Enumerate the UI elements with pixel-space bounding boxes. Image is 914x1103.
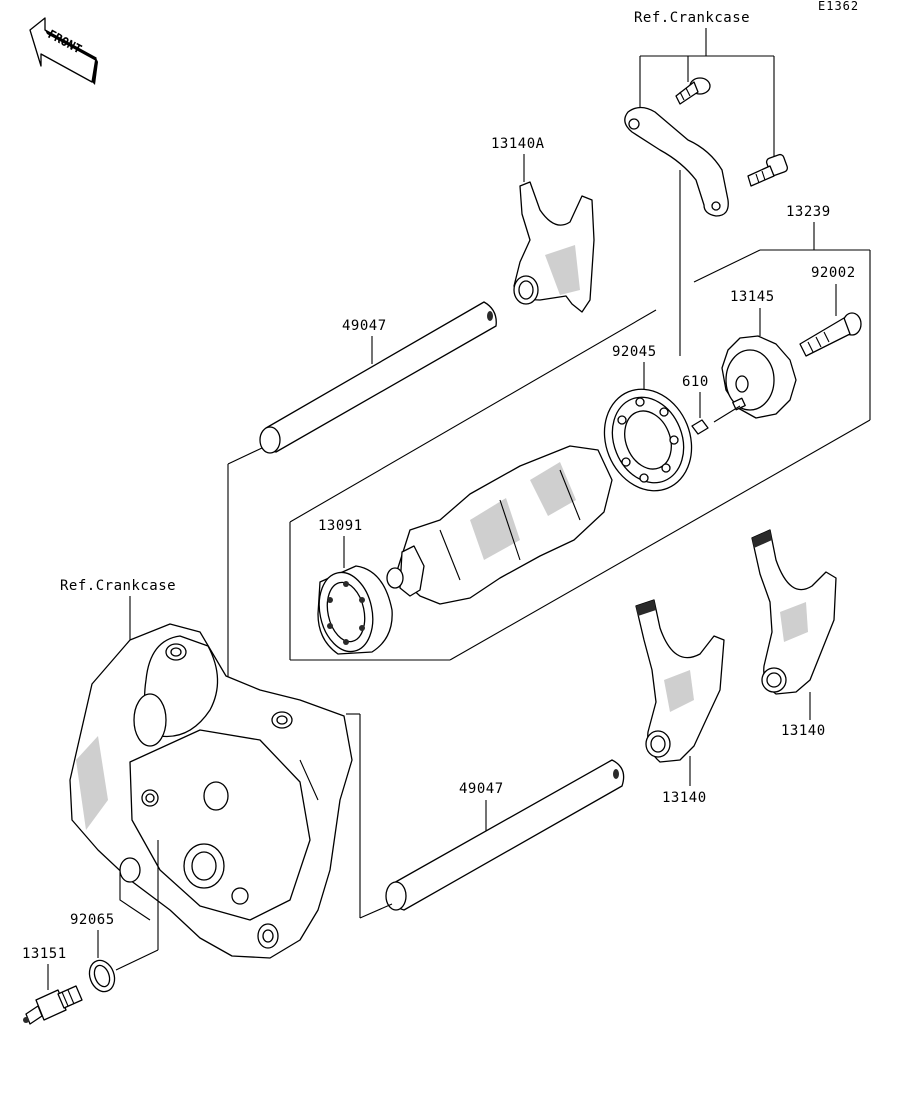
crankcase-left bbox=[69, 623, 353, 959]
label-13091: 13091 bbox=[318, 518, 363, 534]
shift-drum-cam-13145 bbox=[721, 335, 797, 419]
label-13151: 13151 bbox=[22, 946, 67, 962]
bolt-top-1 bbox=[675, 77, 711, 105]
label-ref-crankcase-top: Ref.Crankcase bbox=[634, 10, 750, 26]
leader-49047-lower-to-crankcase bbox=[346, 713, 393, 919]
label-13239: 13239 bbox=[786, 204, 831, 220]
front-arrow-icon: FRONT bbox=[29, 17, 98, 85]
leader-92065-to-crankcase bbox=[115, 840, 159, 971]
label-13145: 13145 bbox=[730, 289, 775, 305]
label-ref-crankcase-left: Ref.Crankcase bbox=[60, 578, 176, 594]
label-92002: 92002 bbox=[811, 265, 856, 281]
label-92045: 92045 bbox=[612, 344, 657, 360]
shift-fork-13140-lower bbox=[635, 599, 725, 763]
bolt-92002 bbox=[799, 312, 862, 357]
bearing-92045 bbox=[603, 388, 693, 492]
label-49047-lower: 49047 bbox=[459, 781, 504, 797]
washer-92065 bbox=[88, 959, 116, 993]
shift-rod-49047-upper bbox=[259, 301, 497, 454]
label-13140-right: 13140 bbox=[781, 723, 826, 739]
label-13140-lower: 13140 bbox=[662, 790, 707, 806]
neutral-switch-13151 bbox=[23, 985, 83, 1025]
diagram-code: E1362 bbox=[818, 0, 859, 13]
leader-lines-top bbox=[639, 28, 775, 160]
label-49047-upper: 49047 bbox=[342, 318, 387, 334]
shift-fork-13140a bbox=[513, 181, 595, 313]
group-bracket-13239 bbox=[289, 249, 871, 661]
pin-610 bbox=[691, 419, 709, 435]
shift-fork-13140-right bbox=[751, 529, 837, 695]
shift-rod-49047-lower bbox=[385, 759, 625, 911]
shift-drum bbox=[386, 445, 613, 605]
leader-49047-upper-to-crankcase bbox=[227, 447, 263, 680]
label-610: 610 bbox=[682, 374, 709, 390]
pin-610-guide bbox=[713, 405, 741, 423]
crankcase-plate-top bbox=[624, 106, 729, 217]
label-13140a: 13140A bbox=[491, 136, 545, 152]
label-92065: 92065 bbox=[70, 912, 115, 928]
bolt-top-2 bbox=[747, 153, 789, 187]
bearing-13091 bbox=[317, 565, 393, 655]
